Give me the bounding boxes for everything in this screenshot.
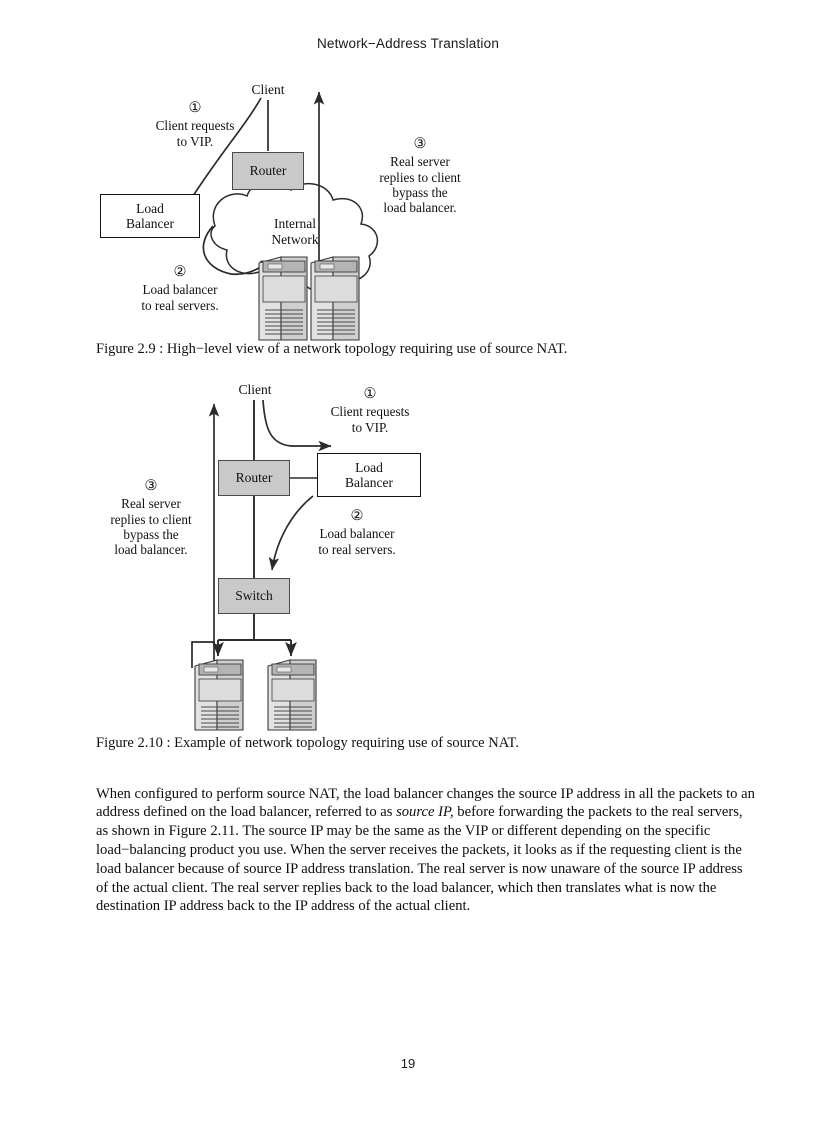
figure-2-10-connectors [191, 399, 332, 668]
annotation-3-line4: load balancer. [114, 542, 188, 558]
load-balancer-label-line1: Load [355, 459, 383, 475]
figure-2-9-annotation-2: ② Load balancer to real servers. [100, 264, 260, 313]
annotation-3-marker: ③ [413, 136, 427, 152]
annotation-3-line1: Real server [390, 154, 450, 170]
body-text-part1: When configured to perform source NAT, t… [96, 785, 755, 821]
annotation-2-marker: ② [173, 264, 187, 280]
annotation-1-line2: to VIP. [176, 133, 214, 149]
figure-2-10-router-node: Router [218, 460, 290, 496]
page-number: 19 [400, 1056, 416, 1071]
figure-2-10-switch-node: Switch [218, 578, 290, 614]
body-text-italic: source IP, [396, 804, 454, 821]
figure-2-10-annotation-3: ③ Real server replies to client bypass t… [87, 478, 215, 558]
annotation-2-line2: to real servers. [141, 297, 219, 313]
figure-2-10-annotation-1: ① Client requests to VIP. [285, 386, 455, 435]
load-balancer-label-line2: Balancer [126, 216, 174, 231]
annotation-3-marker: ③ [144, 478, 158, 494]
annotation-3-line2: replies to client [110, 511, 192, 527]
annotation-1-line1: Client requests [155, 118, 235, 134]
figure-2-10-annotation-2: ② Load balancer to real servers. [277, 508, 437, 557]
annotation-2-line2: to real servers. [318, 541, 396, 557]
annotation-2-line1: Load balancer [142, 282, 218, 298]
figure-2-9-caption: Figure 2.9 : High−level view of a networ… [96, 341, 568, 357]
figure-2-10-load-balancer-node: Load Balancer [317, 453, 421, 497]
annotation-2-line1: Load balancer [319, 526, 395, 542]
figure-2-9-load-balancer-node: Load Balancer [100, 194, 200, 238]
figure-2-9-annotation-3: ③ Real server replies to client bypass t… [345, 136, 495, 216]
annotation-2-marker: ② [350, 508, 364, 524]
bypass-arrow-foot [191, 641, 215, 668]
annotation-1-marker: ① [363, 386, 377, 402]
figure-2-9-annotation-1: ① Client requests to VIP. [115, 100, 275, 149]
load-balancer-label-line2: Balancer [345, 475, 393, 490]
figure-2-10: Client Router Load Balancer Switch [95, 378, 495, 731]
annotation-3-line1: Real server [121, 496, 181, 512]
load-balancer-to-servers-arrow [268, 495, 314, 571]
figure-2-9-cloud-label: Internal Network [245, 216, 345, 247]
body-text-part2: before forwarding the packets to the rea… [96, 804, 743, 915]
figure-2-10-caption: Figure 2.10 : Example of network topolog… [96, 735, 519, 751]
cloud-label-line1: Internal [274, 216, 316, 231]
annotation-3-line4: load balancer. [383, 200, 457, 216]
body-paragraph: When configured to perform source NAT, t… [96, 785, 756, 917]
annotation-3-line2: replies to client [379, 169, 461, 185]
figure-2-9-router-node: Router [232, 152, 304, 190]
client-requests-arrow [262, 399, 332, 452]
cloud-label-line2: Network [271, 231, 319, 247]
figure-2-10-client-label: Client [238, 382, 272, 397]
annotation-1-marker: ① [188, 100, 202, 116]
annotation-1-line2: to VIP. [351, 419, 389, 435]
figure-2-9: Client Router Load Balancer Internal Net… [95, 78, 495, 341]
annotation-3-line3: bypass the [123, 527, 179, 543]
page-header: Network−Address Translation [316, 36, 500, 51]
annotation-1-line1: Client requests [330, 404, 410, 420]
router-label: Router [249, 163, 287, 179]
annotation-3-line3: bypass the [392, 185, 448, 201]
load-balancer-label-line1: Load [136, 200, 164, 216]
switch-label: Switch [235, 588, 273, 604]
router-label: Router [235, 470, 273, 486]
figure-2-9-client-label: Client [251, 82, 285, 97]
